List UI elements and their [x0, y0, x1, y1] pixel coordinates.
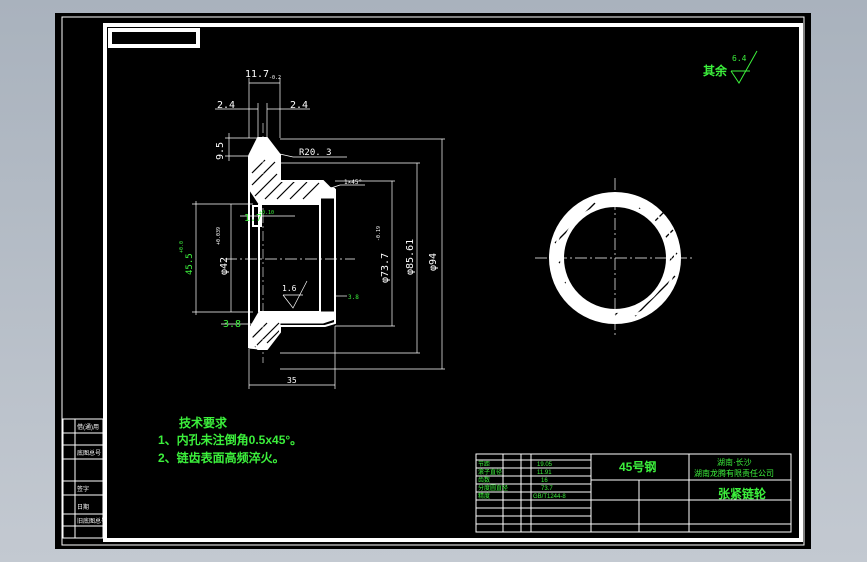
dim-inner-width: 1.7 — [244, 213, 262, 224]
dim-inner-width-tol: +0.10 — [259, 210, 274, 216]
row-label-2: 齿数 — [478, 476, 490, 484]
dim-tooth-height: 9.5 — [215, 142, 226, 160]
dim-hub-dia: φ73.7 — [380, 253, 391, 283]
dim-bore-depth-tol: +0.0 — [179, 241, 185, 253]
left-margin-labels: 借(通)用 底图总号 签字 日期 旧底图总号 — [77, 423, 107, 525]
dim-chamfer-note: 1×45° — [344, 179, 362, 186]
title-block-texts: 45号钢 湖南·长沙 湖南龙腾有限责任公司 张紧链轮 节距 19.05 滚子直径… — [478, 457, 774, 501]
row-label-0: 节距 — [478, 460, 490, 468]
dimension-texts: 11.7 -0.2 2.4 2.4 9.5 R20. 3 1×45° 1.7 +… — [179, 69, 439, 385]
dim-roughness-inner: 1.6 — [282, 284, 297, 293]
left-label-2: 签字 — [77, 485, 89, 493]
row-label-3: 分度圆直径 — [478, 484, 508, 492]
tech-item-1: 1、内孔未注倒角0.5x45°。 — [158, 432, 302, 447]
dim-width-top-tol: -0.2 — [269, 75, 281, 81]
tech-title: 技术要求 — [179, 415, 228, 430]
tech-item-2: 2、链齿表面高频淬火。 — [158, 450, 285, 465]
dim-bore: φ42 — [219, 257, 230, 275]
row-label-1: 滚子直径 — [478, 468, 502, 476]
dim-small: 3.8 — [223, 319, 241, 330]
dim-bore-tol: +0.039 — [216, 227, 222, 245]
row-value-4: GB/T1244-8 — [533, 494, 566, 500]
dim-length: 35 — [287, 376, 297, 385]
profile-outline — [248, 137, 336, 350]
dim-width-top: 11.7 — [245, 69, 269, 80]
row-value-0: 19.05 — [537, 462, 553, 468]
dim-hub-dia-tol: -0.19 — [376, 226, 382, 241]
hatch-lower — [248, 311, 336, 350]
sheet-frame — [103, 23, 803, 542]
dimension-lines — [192, 78, 445, 389]
title-block-lines — [475, 453, 792, 533]
roughness-note: 其余 6.4 — [703, 50, 758, 84]
row-value-3: 73.7 — [541, 486, 553, 492]
tech-requirements: 技术要求 1、内孔未注倒角0.5x45°。 2、链齿表面高频淬火。 — [158, 415, 302, 465]
hatch-lines — [251, 159, 320, 348]
cad-viewport[interactable]: 借(通)用 底图总号 签字 日期 旧底图总号 — [55, 13, 811, 549]
section-view: 11.7 -0.2 2.4 2.4 9.5 R20. 3 1×45° 1.7 +… — [179, 69, 445, 389]
left-label-4: 旧底图总号 — [77, 517, 107, 525]
part-name: 张紧链轮 — [718, 486, 767, 501]
roughness-note-label: 其余 — [703, 63, 728, 78]
company-line1: 湖南·长沙 — [717, 457, 752, 467]
dim-root-dia: φ85.61 — [405, 239, 416, 275]
dim-right-small: 3.8 — [348, 294, 359, 301]
dim-radius: R20. 3 — [299, 148, 332, 158]
dim-bore-depth: 45.5 — [185, 253, 195, 275]
roughness-symbol-icon — [730, 50, 758, 84]
left-label-0: 借(通)用 — [77, 423, 99, 431]
material: 45号钢 — [619, 459, 656, 474]
code-box — [108, 28, 200, 48]
dim-left-chamfer: 2.4 — [217, 100, 235, 111]
dim-right-chamfer: 2.4 — [290, 100, 308, 111]
drawing-canvas: 借(通)用 底图总号 签字 日期 旧底图总号 — [61, 16, 805, 546]
front-view — [535, 178, 695, 338]
left-label-1: 底图总号 — [77, 449, 101, 457]
row-value-1: 11.91 — [537, 470, 552, 476]
left-margin-table — [62, 418, 104, 539]
company-line2: 湖南龙腾有限责任公司 — [694, 468, 774, 478]
dim-outer-dia: φ94 — [428, 253, 439, 271]
row-value-2: 16 — [541, 478, 548, 484]
sheet-outer-border — [61, 16, 805, 546]
row-label-4: 精度 — [478, 492, 490, 500]
left-label-3: 日期 — [77, 503, 89, 511]
roughness-note-value: 6.4 — [732, 54, 747, 63]
